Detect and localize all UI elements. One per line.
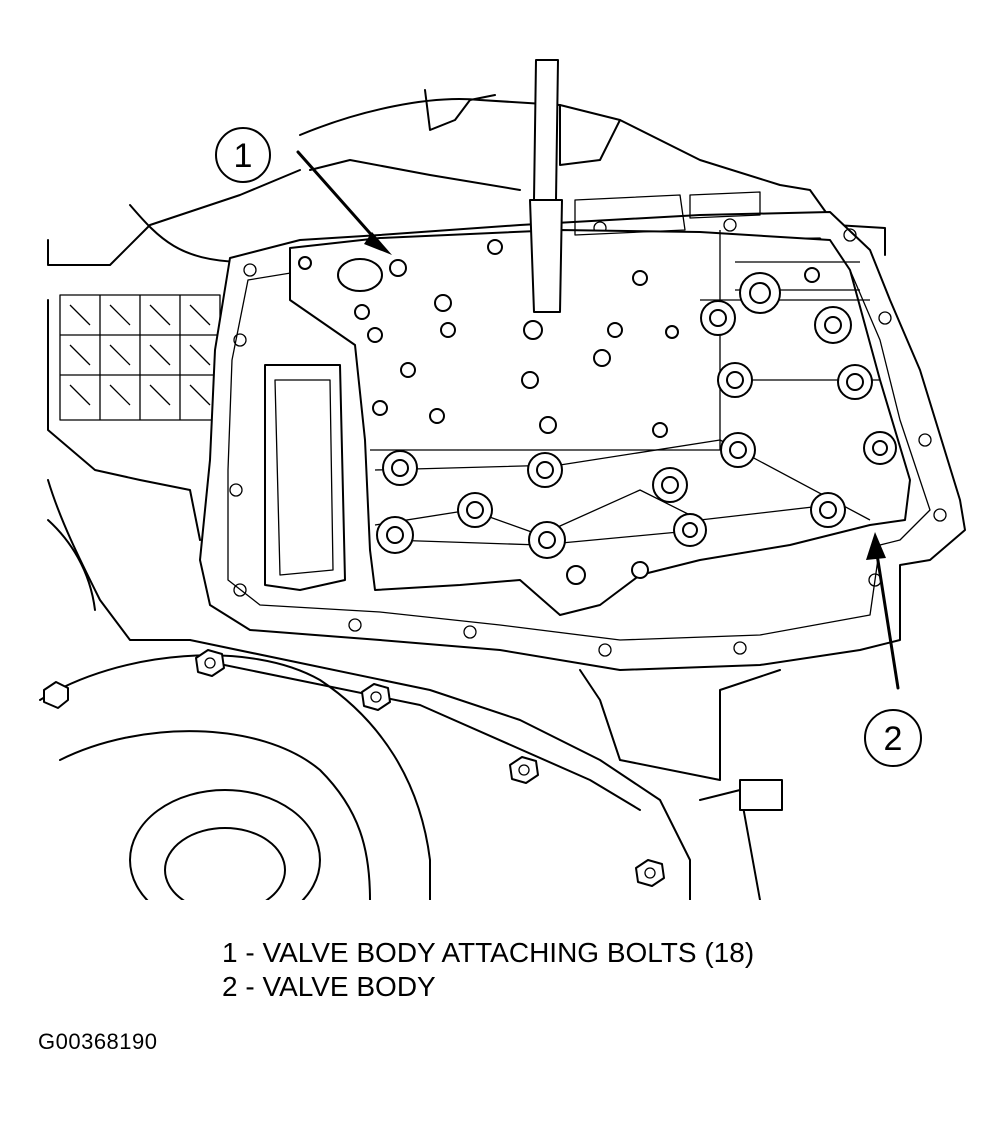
hex-bolt — [361, 683, 391, 711]
bolt — [521, 371, 539, 389]
bolt — [539, 416, 557, 434]
boss — [527, 452, 563, 488]
legend-separator: - — [245, 937, 255, 968]
hex-bolt — [43, 681, 69, 709]
boss — [382, 450, 418, 486]
hex-bolt — [195, 649, 225, 677]
bolt — [652, 422, 668, 438]
boss — [457, 492, 493, 528]
valve-body-illustration: 1 2 — [39, 59, 966, 900]
bolt — [367, 327, 383, 343]
callout-1: 1 — [215, 127, 392, 255]
boss — [528, 521, 566, 559]
legend: 1 - VALVE BODY ATTACHING BOLTS (18) 2 - … — [222, 936, 754, 1004]
case-side-wall — [264, 364, 781, 900]
bolt — [632, 270, 648, 286]
hex-bolt — [509, 756, 539, 784]
legend-text: VALVE BODY ATTACHING BOLTS (18) — [262, 937, 755, 968]
tool-shaft — [529, 59, 563, 313]
bolt — [429, 408, 445, 424]
boss — [837, 364, 873, 400]
bolt — [354, 304, 370, 320]
legend-number: 2 — [222, 971, 238, 1002]
transmission-drawing: 1 2 — [39, 59, 966, 900]
boss — [739, 272, 781, 314]
hex-bolt — [739, 779, 783, 811]
boss — [700, 300, 736, 336]
bolt — [389, 259, 407, 277]
case-flange-bolts — [43, 649, 783, 887]
legend-text: VALVE BODY — [262, 971, 436, 1002]
boss — [863, 431, 897, 465]
legend-number: 1 — [222, 937, 238, 968]
callout-2: 2 — [864, 532, 922, 767]
boss — [673, 513, 707, 547]
bolt — [631, 561, 649, 579]
bolt — [372, 400, 388, 416]
callout-1-number: 1 — [234, 137, 253, 175]
bolt — [593, 349, 611, 367]
boss — [717, 362, 753, 398]
transmission-case — [47, 89, 886, 641]
bolt — [400, 362, 416, 378]
legend-separator: - — [245, 971, 255, 1002]
valve-body-bolts — [298, 239, 897, 585]
boss — [810, 492, 846, 528]
bolt — [434, 294, 452, 312]
bolt — [665, 325, 679, 339]
legend-item-2: 2 - VALVE BODY — [222, 970, 754, 1004]
legend-item-1: 1 - VALVE BODY ATTACHING BOLTS (18) — [222, 936, 754, 970]
hex-bolt — [635, 859, 665, 887]
bolt — [298, 256, 312, 270]
bolt — [440, 322, 456, 338]
case-ribs — [59, 294, 221, 421]
bolt — [607, 322, 623, 338]
bolt — [804, 267, 820, 283]
boss — [814, 306, 852, 344]
boss — [376, 516, 414, 554]
figure-id: G00368190 — [38, 1029, 158, 1054]
bolt — [487, 239, 503, 255]
bolt — [523, 320, 543, 340]
boss — [652, 467, 688, 503]
bolt — [566, 565, 586, 585]
converter-housing — [39, 639, 691, 900]
boss — [720, 432, 756, 468]
gasket-holes — [229, 218, 947, 657]
callout-2-number: 2 — [884, 720, 903, 758]
